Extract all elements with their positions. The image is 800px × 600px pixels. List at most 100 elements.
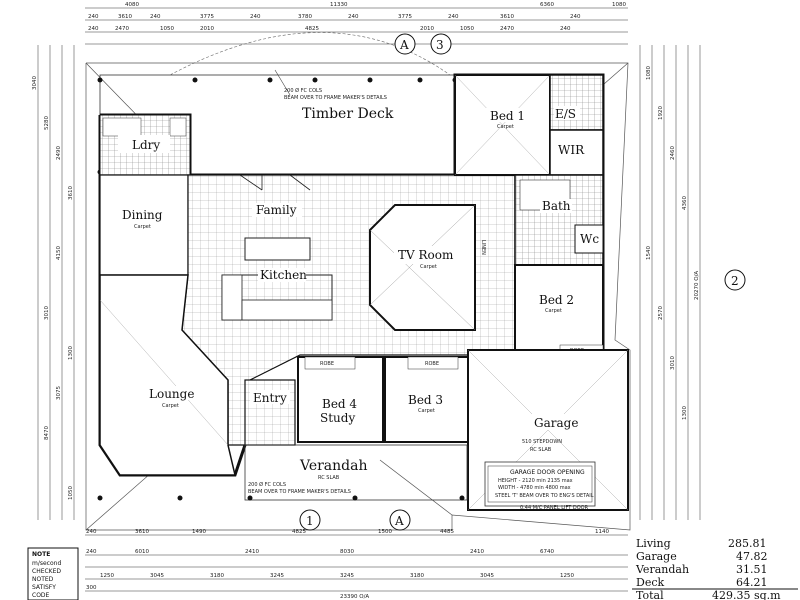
verandah-note-2: BEAM OVER TO FRAME MAKER'S DETAILS [248, 489, 351, 495]
bed1-floor: Carpet [497, 124, 514, 130]
room-label-tv-room: TV Room [398, 248, 454, 262]
dim-label: 240 [150, 14, 161, 20]
room-label-kitchen: Kitchen [260, 268, 307, 282]
room-label-timber-deck: Timber Deck [302, 106, 394, 122]
marker-a-bottom: A [394, 514, 404, 528]
dim-label: 300 [86, 585, 97, 591]
dim-label: 240 [570, 14, 581, 20]
area-total-label: Total [636, 589, 664, 600]
room-label-bath: Bath [542, 199, 571, 213]
dim-label: 1080 [646, 66, 652, 80]
linen-label: LINEN [480, 240, 486, 255]
bottom-dims-row1: 240 3610 1490 4825 1500 4485 1140 [86, 529, 609, 535]
room-label-verandah: Verandah [299, 458, 368, 474]
dim-label: 3245 [270, 573, 284, 579]
dining: Dining Carpet [99, 174, 189, 276]
left-dim-labels: 3040 5280 2490 3610 4150 3010 1300 3075 … [32, 76, 74, 500]
room-label-ldry: Ldry [132, 138, 160, 152]
dim-label: 3040 [32, 76, 38, 90]
area-value: 64.21 [736, 576, 768, 589]
room-label-bed2: Bed 2 [539, 293, 574, 307]
dim-label: 3010 [44, 306, 50, 320]
dim-label: 8030 [340, 549, 354, 555]
note-line: CHECKED [32, 568, 61, 575]
dim-label: 2010 [420, 26, 434, 32]
dim-label: 2570 [658, 306, 664, 320]
left-dimensions [37, 45, 75, 520]
area-label: Garage [636, 550, 677, 563]
dim-label: 2010 [200, 26, 214, 32]
dining-floor: Carpet [134, 224, 151, 230]
dim-label: 2410 [470, 549, 484, 555]
dim-label: 1540 [646, 246, 652, 260]
verandah-note: 200 Ø FC COLS [248, 481, 286, 488]
dim-label: 1490 [192, 529, 206, 535]
area-table: Living 285.81 Garage 47.82 Verandah 31.5… [632, 537, 798, 600]
garage-slab-note: 0.44 M/C PANEL LIFT DOOR [520, 505, 589, 511]
dim-label: 5280 [44, 116, 50, 130]
verandah-posts [97, 495, 465, 501]
room-label-entry: Entry [253, 391, 287, 405]
right-dimensions [639, 45, 701, 520]
room-label-bed1: Bed 1 [490, 109, 525, 123]
verandah-slab: RC SLAB [318, 475, 340, 481]
bottom-dims-row3: 1250 3045 3180 3245 3245 3180 3045 1250 [100, 573, 574, 579]
lounge-floor: Carpet [162, 403, 179, 409]
area-value: 285.81 [728, 537, 767, 550]
bed-1: Bed 1 Carpet [454, 74, 551, 176]
dim-label: 4360 [682, 196, 688, 210]
dim-label: 8470 [44, 426, 50, 440]
bottom-dimensions [85, 534, 628, 592]
dim-label: 3045 [150, 573, 164, 579]
dim-label: 4485 [440, 529, 454, 535]
dim-label: 3045 [480, 573, 494, 579]
marker-3: 3 [436, 38, 444, 52]
dim-label: 3610 [135, 529, 149, 535]
dim-label: 23390 O/A [340, 594, 369, 600]
lounge: Lounge Carpet [99, 274, 236, 476]
dim-label: 240 [448, 14, 459, 20]
dim-label: 1250 [560, 573, 574, 579]
room-label-bed3: Bed 3 [408, 393, 443, 407]
verandah: Verandah RC SLAB 200 Ø FC COLS BEAM OVER… [97, 444, 468, 501]
note-line: m/second [32, 560, 61, 567]
right-dim-labels: 1080 1920 2460 4360 1540 2570 3010 1300 … [646, 66, 700, 420]
area-total-value: 429.35 sq.m [712, 589, 781, 600]
dim-label: 4825 [292, 529, 306, 535]
bottom-dims-row4: 300 23390 O/A [86, 585, 369, 600]
deck-note: 200 Ø FC COLS [284, 87, 322, 94]
dim-label: 3075 [56, 386, 62, 400]
top-dims-row3: 240 2470 1050 2010 4825 2010 1050 2470 2… [88, 26, 571, 32]
dim-label: 3780 [298, 14, 312, 20]
dim-label: 240 [88, 26, 99, 32]
marker-1: 1 [306, 514, 314, 528]
area-label: Living [636, 537, 671, 550]
robe-label: ROBE [425, 361, 439, 367]
garage-door-title: GARAGE DOOR OPENING [510, 469, 585, 476]
tv-floor: Carpet [420, 264, 437, 270]
dim-label: 3610 [500, 14, 514, 20]
note-box: NOTE m/second CHECKED NOTED SATISFY CODE [27, 547, 79, 600]
area-label: Deck [636, 576, 664, 589]
dim-label: 1080 [612, 2, 626, 8]
dim-label: 3775 [200, 14, 214, 20]
dim-label: 1250 [100, 573, 114, 579]
garage-note: 510 STEPDOWN [522, 439, 562, 445]
dim-label: 6740 [540, 549, 554, 555]
room-label-lounge: Lounge [149, 387, 194, 401]
dim-label: 240 [86, 549, 97, 555]
area-value: 47.82 [736, 550, 768, 563]
room-label-dining: Dining [122, 208, 163, 222]
dim-label: 4080 [125, 2, 139, 8]
garage-door-line: STEEL 'T' BEAM OVER TO ENG'S DETAIL [495, 493, 594, 499]
room-label-family: Family [256, 203, 297, 217]
dim-label: 4150 [56, 246, 62, 260]
dim-label: 240 [560, 26, 571, 32]
area-value: 31.51 [736, 563, 768, 576]
room-label-wc: Wc [580, 232, 599, 246]
top-dimensions [85, 7, 628, 45]
dim-label: 240 [88, 14, 99, 20]
room-label-wir: WIR [558, 143, 585, 157]
dim-label: 2460 [670, 146, 676, 160]
